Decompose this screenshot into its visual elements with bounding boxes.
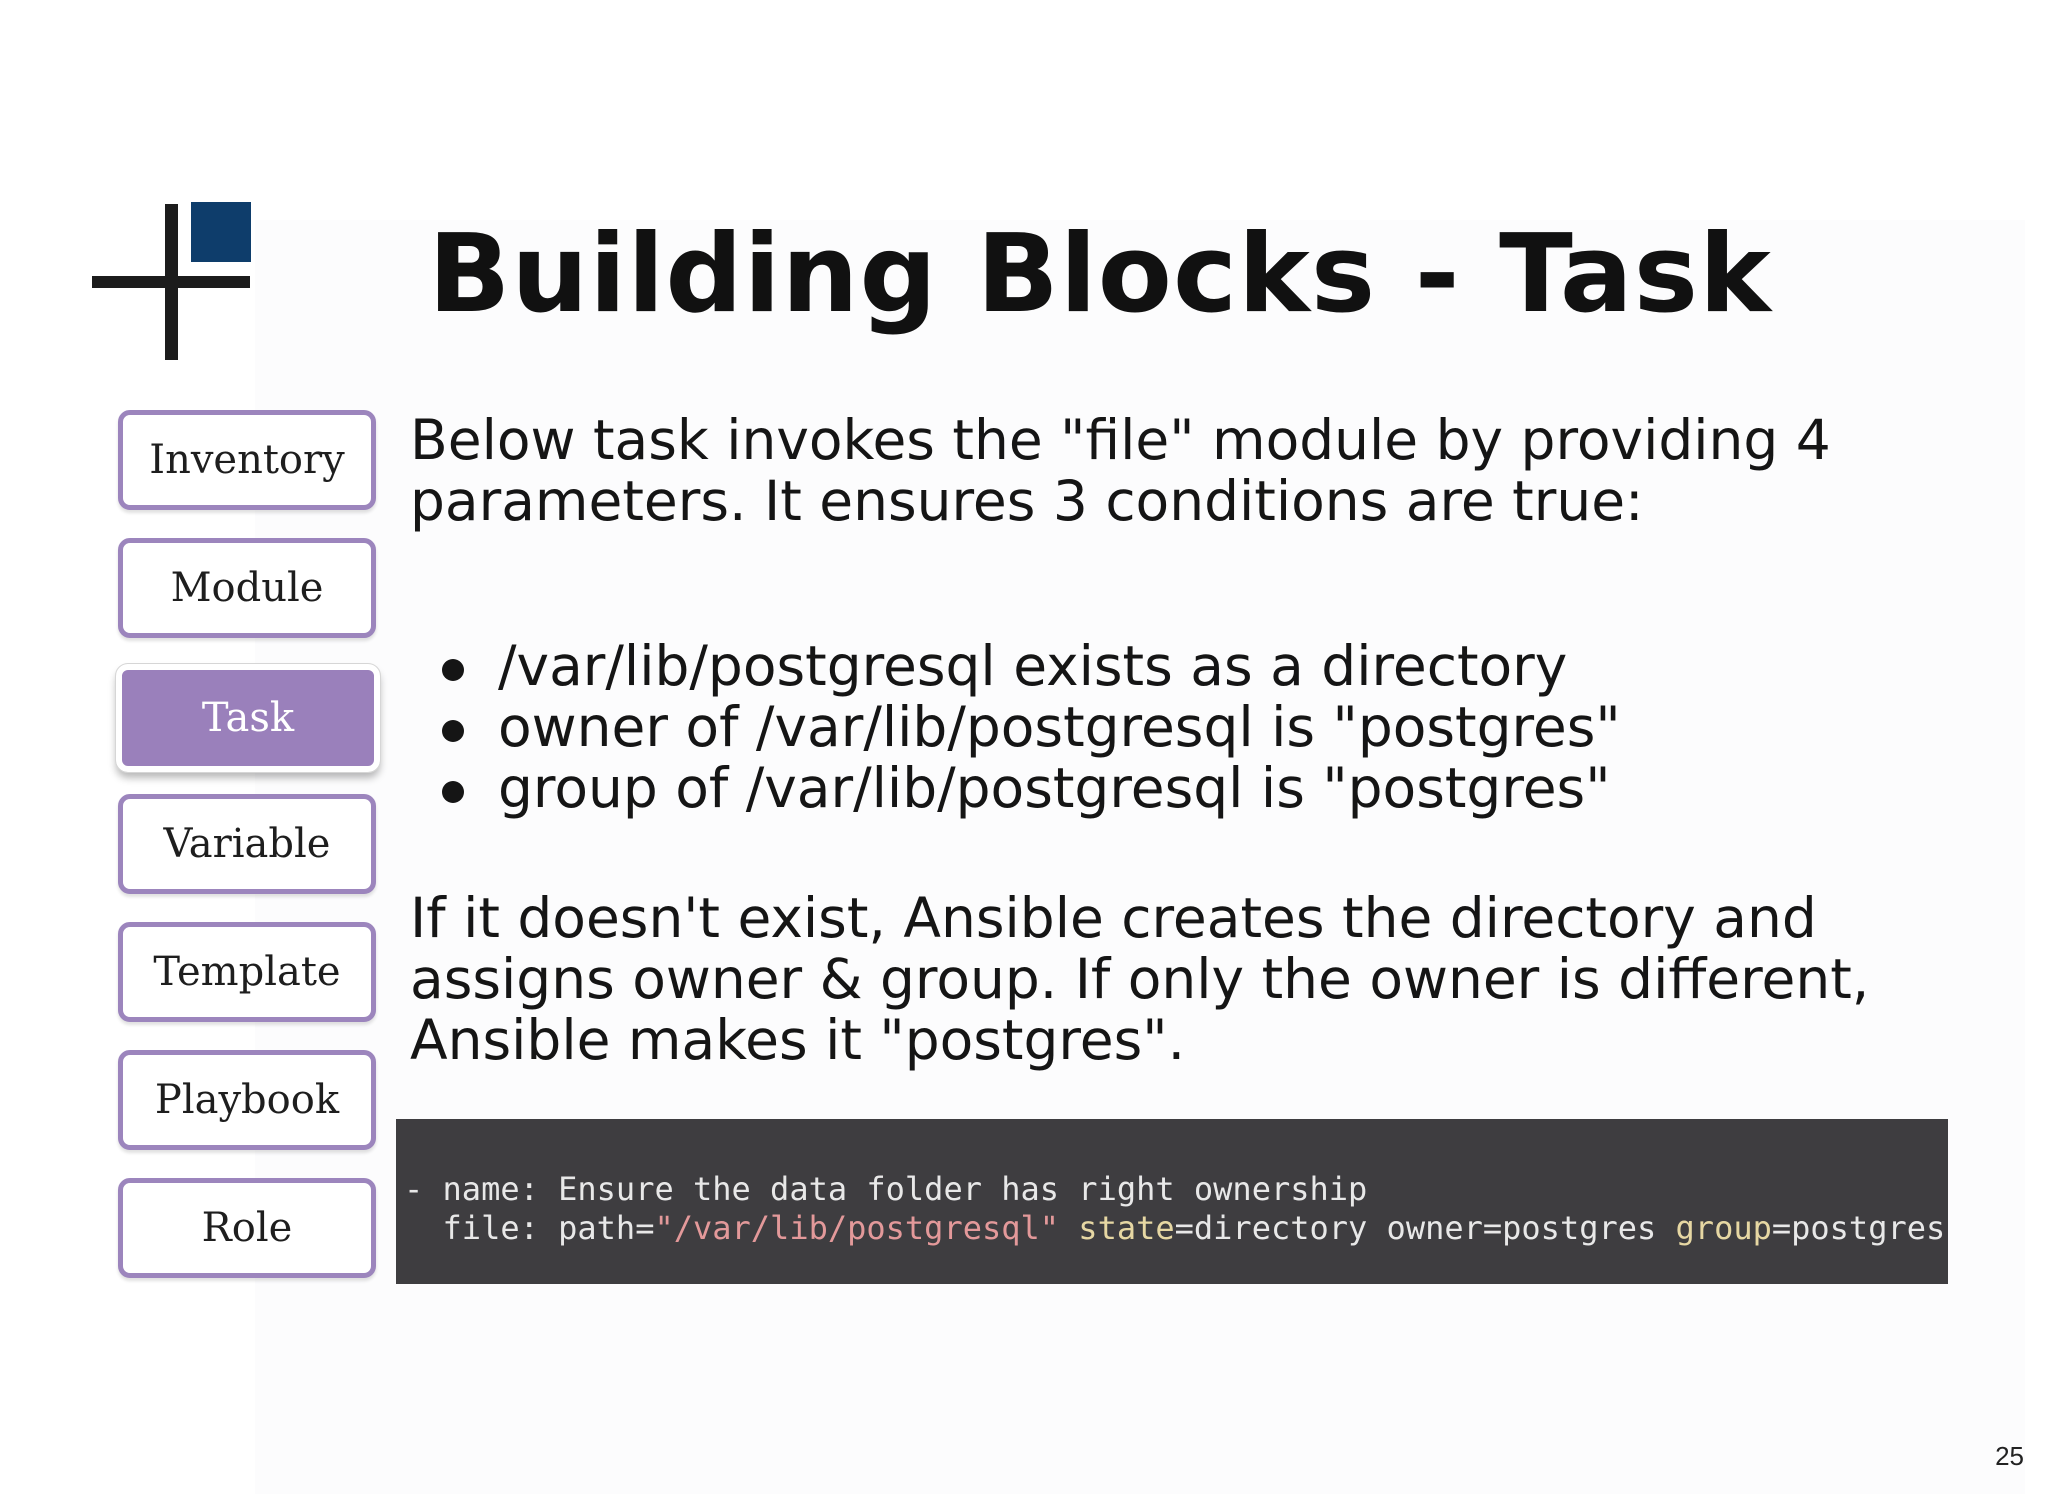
explanation-paragraph: If it doesn't exist, Ansible creates the…: [410, 886, 1870, 1072]
code-line-1: - name: Ensure the data folder has right…: [404, 1170, 1368, 1208]
code-group-key: group: [1675, 1209, 1772, 1247]
code-path-value: "/var/lib/postgresql": [654, 1209, 1060, 1247]
conditions-list: /var/lib/postgresql exists as a director…: [440, 636, 1621, 819]
list-item: group of /var/lib/postgresql is "postgre…: [440, 758, 1621, 819]
nav-item-module[interactable]: Module: [118, 538, 376, 638]
code-line-2: file: path="/var/lib/postgresql" state=d…: [404, 1209, 1946, 1247]
code-block: - name: Ensure the data folder has right…: [396, 1119, 1948, 1284]
nav-item-variable[interactable]: Variable: [118, 794, 376, 894]
intro-paragraph: Below task invokes the "file" module by …: [410, 408, 1831, 533]
bullet-icon: [442, 659, 464, 681]
page-number: 25: [1995, 1441, 2024, 1471]
list-item: owner of /var/lib/postgresql is "postgre…: [440, 697, 1621, 758]
nav-item-playbook[interactable]: Playbook: [118, 1050, 376, 1150]
bullet-icon: [442, 720, 464, 742]
slide-title: Building Blocks - Task: [428, 212, 1772, 337]
nav-item-inventory[interactable]: Inventory: [118, 410, 376, 510]
nav-item-task[interactable]: Task: [115, 663, 381, 773]
logo-icon: [92, 202, 252, 362]
list-item: /var/lib/postgresql exists as a director…: [440, 636, 1621, 697]
nav-item-role[interactable]: Role: [118, 1178, 376, 1278]
bullet-icon: [442, 781, 464, 803]
code-state-key: state: [1078, 1209, 1175, 1247]
nav-item-template[interactable]: Template: [118, 922, 376, 1022]
